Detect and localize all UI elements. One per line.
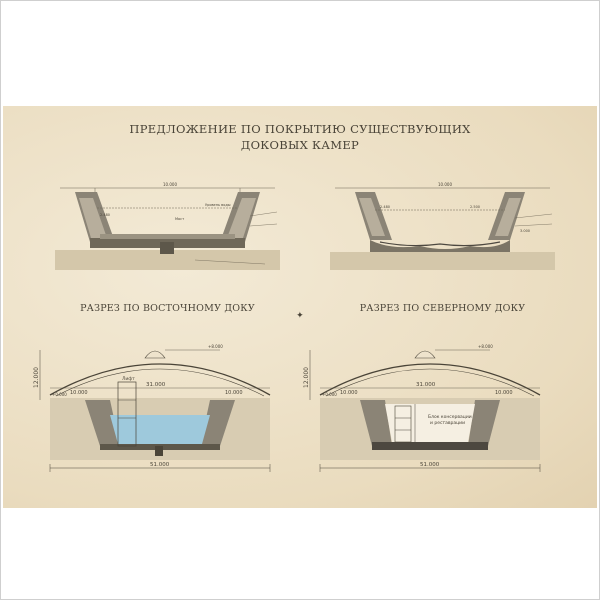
north-dock-section: 12.000 +8.000 +0.000 31.000 10.000 10.00… xyxy=(303,344,541,472)
north-left-level: +0.000 xyxy=(322,392,337,397)
east-left-level: +0.000 xyxy=(52,392,67,397)
north-top-level: +8.000 xyxy=(478,344,493,349)
east-height-dim: 12.000 xyxy=(33,367,40,388)
top-left-bridge-label: Мост xyxy=(175,217,184,221)
top-left-water-label: Уровень воды xyxy=(205,203,231,207)
sheet-title-line1: ПРЕДЛОЖЕНИЕ ПО ПОКРЫТИЮ СУЩЕСТВУЮЩИХ xyxy=(129,122,471,136)
east-dock-section-label: РАЗРЕЗ ПО ВОСТОЧНОМУ ДОКУ xyxy=(80,303,255,314)
north-inner-span: 31.000 xyxy=(416,382,436,388)
north-block-label-1: Блок консервации xyxy=(428,414,472,420)
top-left-cross-section: 10.000 Уровень воды 2.480 Мост xyxy=(55,182,280,270)
north-height-dim: 12.000 xyxy=(303,367,310,388)
east-inner-span: 31.000 xyxy=(146,382,166,388)
star-mark: ✦ xyxy=(296,311,304,321)
top-right-dim-label: 10.000 xyxy=(438,182,452,187)
top-left-dim-label: 10.000 xyxy=(163,182,177,187)
top-right-level-3: 3.000 xyxy=(520,229,530,233)
east-right-span: 10.000 xyxy=(225,390,243,396)
sheet-title-line2: ДОКОВЫХ КАМЕР xyxy=(240,138,360,152)
north-right-span: 10.000 xyxy=(495,390,513,396)
top-right-level-2: 2.500 xyxy=(470,205,480,209)
east-left-span: 10.000 xyxy=(70,390,88,396)
north-block-label-2: и реставрации xyxy=(430,421,465,426)
top-left-level-label: 2.480 xyxy=(100,213,110,217)
east-lift-label: Лифт xyxy=(122,376,135,382)
east-total-span: 51.000 xyxy=(150,462,170,468)
top-right-cross-section: 10.000 2.480 2.500 3.000 xyxy=(330,182,555,270)
north-dock-section-label: РАЗРЕЗ ПО СЕВЕРНОМУ ДОКУ xyxy=(359,303,526,314)
east-dock-section: 12.000 +8.000 +0.000 31.000 10.000 10.00… xyxy=(33,344,271,472)
east-top-level: +8.000 xyxy=(208,344,223,349)
top-right-level-1: 2.480 xyxy=(380,205,390,209)
north-total-span: 51.000 xyxy=(420,462,440,468)
north-left-span: 10.000 xyxy=(340,390,358,396)
